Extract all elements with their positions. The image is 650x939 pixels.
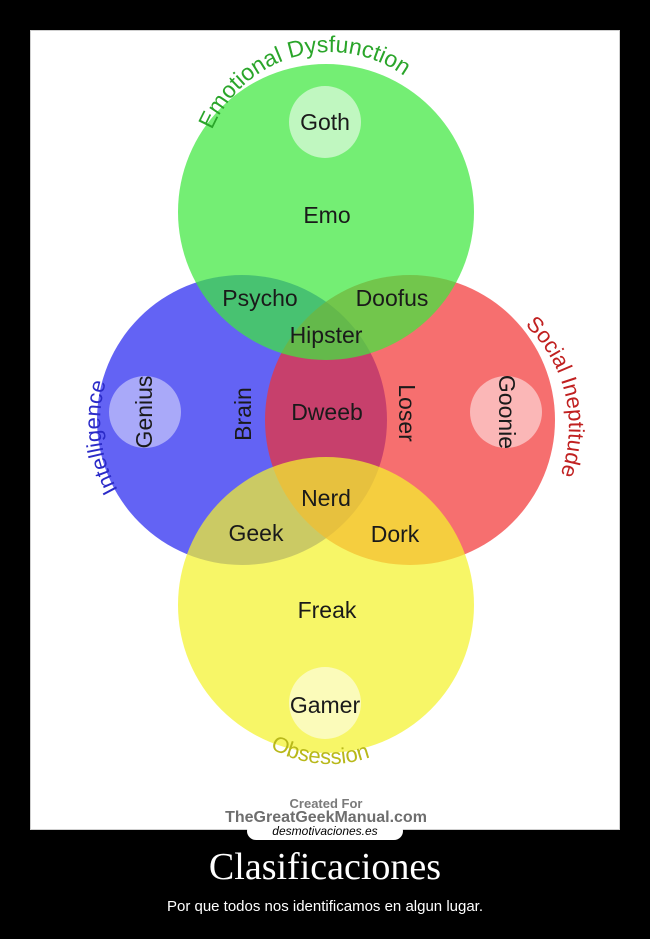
region-geek: Geek: [229, 520, 284, 546]
region-doofus: Doofus: [356, 285, 429, 311]
region-nerd: Nerd: [301, 485, 351, 511]
circle-obsession: [178, 457, 474, 753]
region-goth: Goth: [300, 109, 350, 135]
region-freak: Freak: [298, 597, 357, 623]
region-emo: Emo: [303, 202, 350, 228]
caption-title: Clasificaciones: [208, 846, 442, 888]
region-psycho: Psycho: [222, 285, 297, 311]
region-dweeb: Dweeb: [291, 399, 363, 425]
region-genius: Genius: [131, 376, 157, 449]
watermark: desmotivaciones.es: [247, 822, 403, 840]
genius-highlight: [109, 376, 181, 448]
goonie-highlight: [470, 376, 542, 448]
region-loser: Loser: [394, 384, 420, 442]
caption-subtitle: Por que todos nos identificamos en algun…: [166, 898, 484, 915]
region-goonie: Goonie: [494, 375, 520, 449]
circle-emotional-dysfunction: [178, 64, 474, 360]
credit-line2: TheGreatGeekManual.com: [225, 809, 427, 826]
credit-line1: Created For: [290, 796, 363, 811]
gamer-highlight: [289, 667, 361, 739]
region-gamer: Gamer: [290, 692, 361, 718]
region-brain: Brain: [230, 387, 256, 441]
region-hipster: Hipster: [290, 322, 363, 348]
region-dork: Dork: [371, 521, 420, 547]
goth-highlight: [289, 86, 361, 158]
